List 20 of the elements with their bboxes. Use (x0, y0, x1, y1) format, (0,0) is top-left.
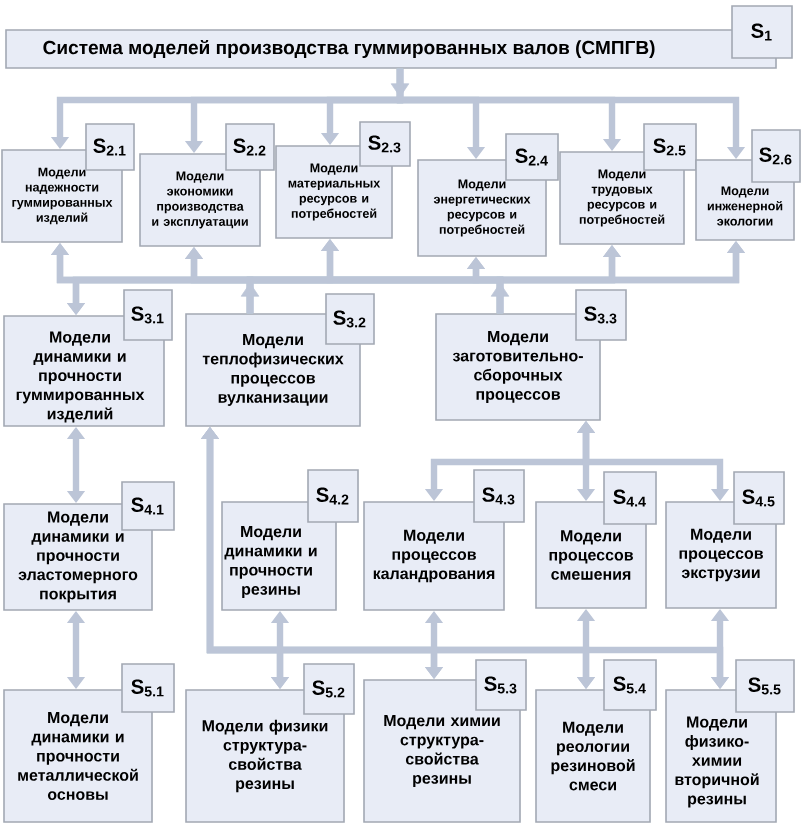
id-tag: S$_{4.4}$ (603, 471, 657, 525)
id-tag: S$_{5.3}$ (475, 659, 527, 711)
id-tag: S$_{4.1}$ (121, 481, 175, 531)
id-tag: S$_{3.1}$ (123, 289, 173, 341)
id-tag: S$_{4.2}$ (307, 469, 359, 523)
id-tag: S$_{2.3}$ (359, 121, 411, 167)
id-tag: S$_{2.5}$ (643, 123, 697, 171)
id-tag: S$_{5.5}$ (735, 659, 795, 713)
id-tag: S$_{4.3}$ (473, 469, 525, 523)
id-tag: S$_{2.2}$ (225, 123, 275, 171)
id-tag: S$_{1}$ (731, 5, 793, 59)
id-tag: S$_{3.2}$ (325, 293, 375, 345)
id-tag: S$_{2.4}$ (505, 133, 559, 181)
id-tag: S$_{5.1}$ (121, 663, 175, 713)
id-tag: S$_{2.6}$ (751, 129, 801, 183)
id-tag: S$_{4.5}$ (733, 471, 785, 525)
id-tag: S$_{3.3}$ (575, 289, 627, 341)
id-tag: S$_{2.1}$ (85, 123, 135, 171)
id-tag: S$_{5.2}$ (303, 663, 355, 715)
id-tag: S$_{5.4}$ (603, 659, 657, 711)
